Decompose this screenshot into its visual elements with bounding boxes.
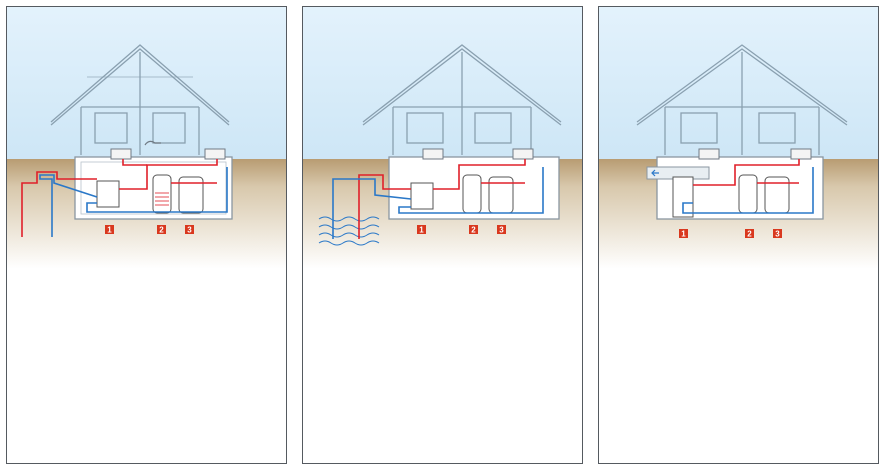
hot-pipes (21, 159, 218, 237)
component-label-2: 2 (157, 225, 166, 235)
groundwater-illustration: 1 2 3 (303, 7, 582, 269)
sky (7, 7, 286, 162)
house-outline (50, 44, 230, 155)
faucet-icon (144, 140, 161, 146)
component-label-1: 1 (679, 229, 688, 239)
heat-pump-unit (410, 182, 434, 210)
diagram-panel-air-source: 1 2 3 (598, 6, 879, 464)
svg-text:3: 3 (187, 226, 192, 235)
svg-text:1: 1 (107, 226, 112, 235)
component-label-1: 1 (417, 225, 426, 235)
storage-tank-2 (462, 174, 482, 214)
storage-tank-2 (152, 174, 172, 214)
svg-text:3: 3 (775, 230, 780, 239)
storage-tank-3 (178, 176, 204, 214)
air-flow-icon (651, 169, 659, 177)
cold-pipes (39, 167, 228, 237)
radiator-right (204, 148, 226, 160)
storage-tank-2 (738, 174, 758, 214)
diagram-panel-geothermal: 1 2 3 (6, 6, 287, 464)
svg-text:2: 2 (471, 226, 476, 235)
radiator-left (110, 148, 132, 160)
radiator-right (512, 148, 534, 160)
component-label-2: 2 (469, 225, 478, 235)
radiator-left (422, 148, 444, 160)
svg-text:3: 3 (499, 226, 504, 235)
geothermal-illustration: 1 2 3 (7, 7, 286, 269)
heat-pump-unit (96, 180, 120, 208)
svg-text:1: 1 (681, 230, 686, 239)
radiator-right (790, 148, 812, 160)
svg-text:2: 2 (747, 230, 752, 239)
diagram-panel-groundwater: 1 2 3 (302, 6, 583, 464)
svg-text:2: 2 (159, 226, 164, 235)
component-label-1: 1 (105, 225, 114, 235)
component-label-3: 3 (773, 229, 782, 239)
radiator-left (698, 148, 720, 160)
air-source-illustration: 1 2 3 (599, 7, 878, 269)
component-label-2: 2 (745, 229, 754, 239)
component-label-3: 3 (497, 225, 506, 235)
component-label-3: 3 (185, 225, 194, 235)
groundwater-waves (318, 216, 380, 246)
heat-pump-unit (672, 176, 694, 218)
svg-text:1: 1 (419, 226, 424, 235)
